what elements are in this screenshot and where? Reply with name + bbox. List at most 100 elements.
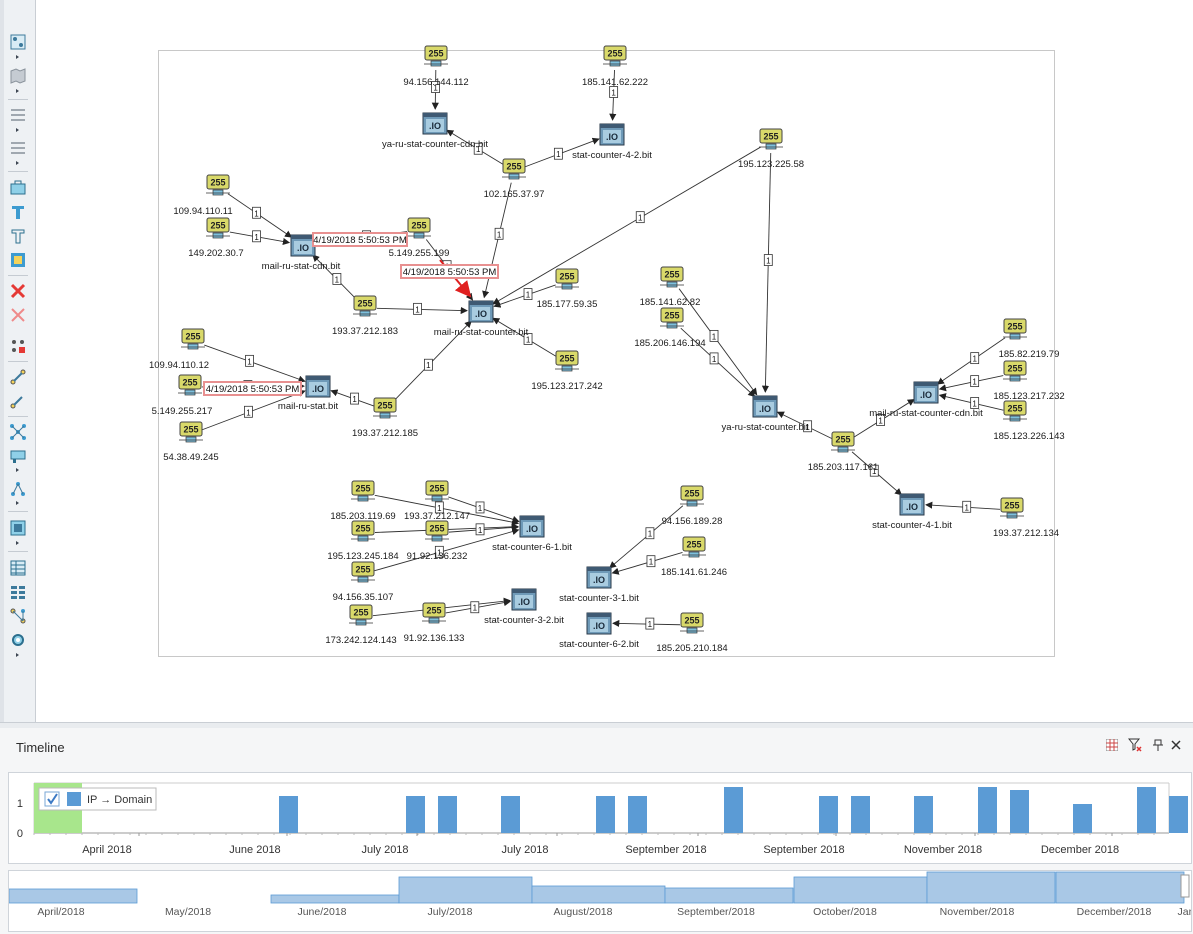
pin-icon[interactable] — [1151, 738, 1165, 752]
list-icon[interactable] — [9, 106, 27, 124]
link-icon[interactable] — [9, 368, 27, 386]
svg-text:1: 1 — [476, 145, 481, 154]
graph-icon[interactable] — [9, 607, 27, 625]
ip-node-label: 109.94.110.12 — [149, 360, 209, 371]
svg-text:255: 255 — [607, 49, 622, 59]
svg-text:4/19/2018 5:50:53 PM: 4/19/2018 5:50:53 PM — [313, 235, 407, 246]
timeline-bar — [819, 796, 838, 833]
svg-text:1: 1 — [712, 332, 717, 341]
text-outline-icon[interactable] — [9, 227, 27, 245]
svg-text:1: 1 — [766, 257, 771, 266]
svg-text:1: 1 — [611, 88, 616, 97]
list-alt-icon[interactable] — [9, 139, 27, 157]
link-alt-icon[interactable] — [9, 392, 27, 410]
network-icon[interactable] — [9, 423, 27, 441]
ip-node-label: 94.156.144.112 — [403, 77, 468, 88]
frame-icon[interactable] — [9, 251, 27, 269]
toolbox-icon[interactable] — [9, 178, 27, 196]
svg-text:255: 255 — [559, 272, 574, 282]
grid-icon[interactable] — [1105, 738, 1119, 752]
box-icon[interactable] — [9, 519, 27, 537]
svg-text:1: 1 — [254, 233, 259, 242]
table-icon[interactable] — [9, 559, 27, 577]
delete-outline-icon[interactable] — [9, 306, 27, 324]
svg-text:1: 1 — [972, 378, 977, 387]
svg-text:1: 1 — [473, 604, 478, 613]
filter-clear-icon[interactable] — [1128, 738, 1142, 752]
unlink-icon[interactable] — [9, 337, 27, 355]
svg-text:255: 255 — [411, 221, 426, 231]
ip-node-label: 185.141.62.222 — [582, 77, 648, 88]
delete-icon[interactable] — [9, 282, 27, 300]
edge-count-label: 1 — [523, 333, 533, 345]
map-icon[interactable] — [9, 67, 27, 85]
x-tick-label: April 2018 — [82, 844, 132, 856]
edge-count-label: 1 — [434, 501, 444, 514]
svg-text:255: 255 — [353, 608, 368, 618]
text-icon[interactable] — [9, 203, 27, 221]
overview-band — [926, 871, 1056, 904]
timeline-bar — [406, 796, 425, 833]
link-graph[interactable]: 1111111111111111111111111111111111111112… — [0, 0, 1193, 722]
edge-count-label: 1 — [252, 230, 261, 243]
ip-node-label: 54.38.49.245 — [163, 452, 218, 463]
settings-icon[interactable] — [9, 631, 27, 649]
ip-node[interactable]: 255 185.141.62.222 — [582, 45, 648, 88]
overview-tick-label: July/2018 — [428, 906, 473, 918]
panel-splitter[interactable] — [0, 722, 1193, 729]
svg-text:255: 255 — [377, 401, 392, 411]
tree-icon[interactable] — [9, 480, 27, 498]
select-nodes-icon[interactable] — [9, 33, 27, 51]
close-icon[interactable] — [1169, 738, 1183, 752]
layout-icon[interactable] — [9, 447, 27, 465]
timeline-bar — [1169, 796, 1188, 833]
ip-node-label: 195.123.217.242 — [531, 381, 602, 392]
ip-node-label: 193.37.212.134 — [993, 528, 1059, 539]
columns-icon[interactable] — [9, 583, 27, 601]
